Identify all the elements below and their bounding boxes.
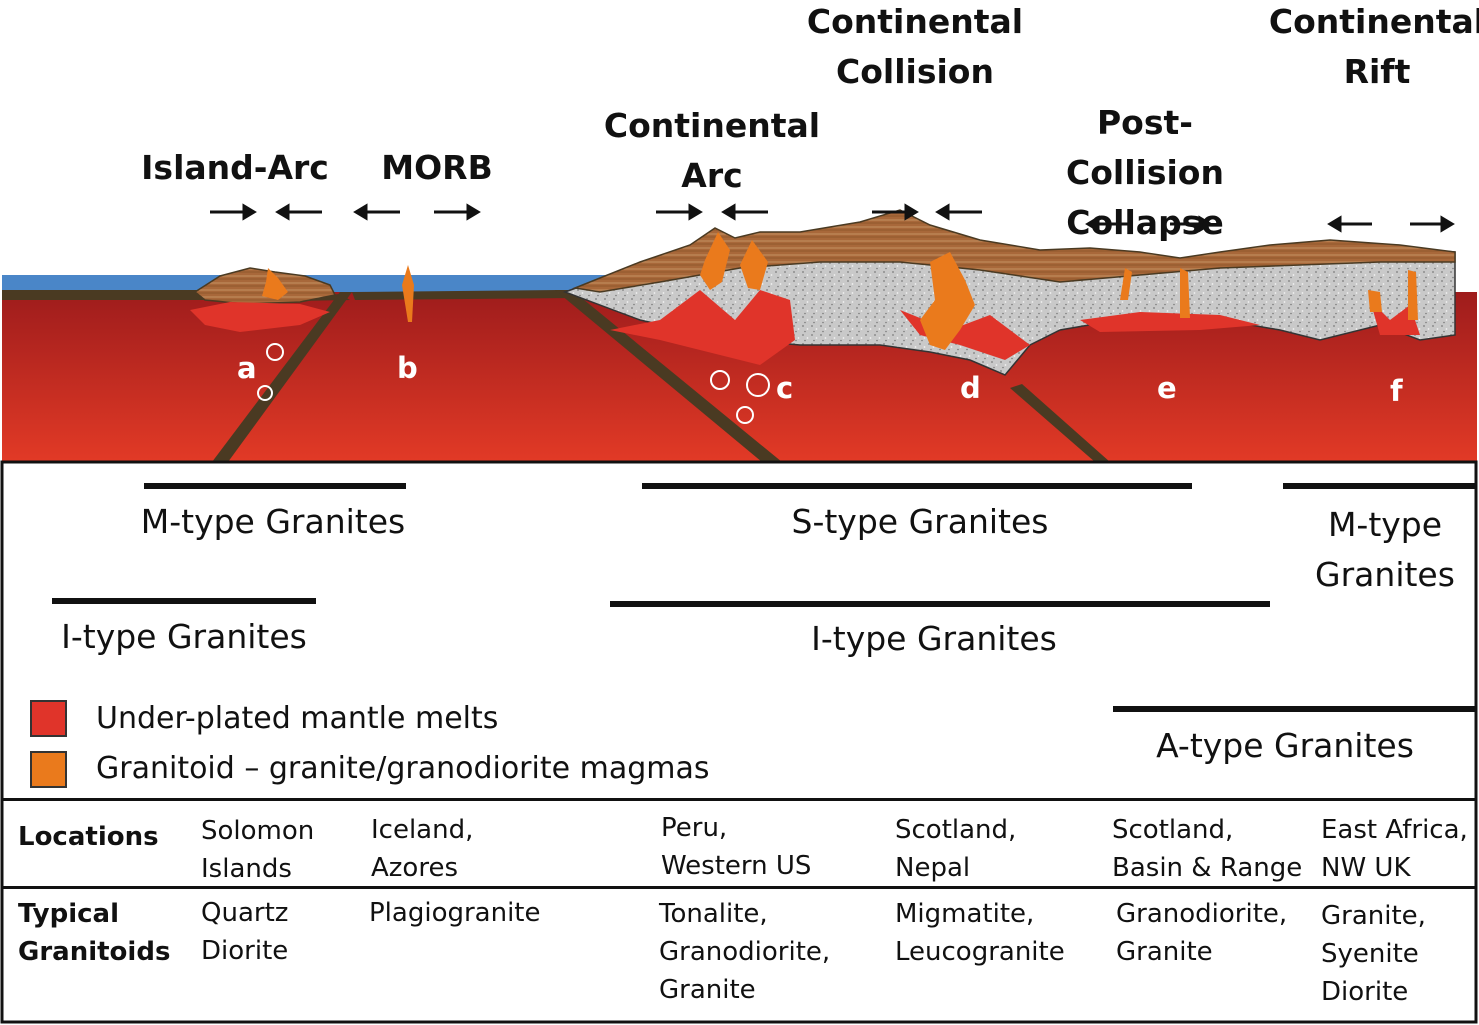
arrow-converge-continental-arc	[656, 203, 768, 221]
setting-morb: MORB	[381, 148, 493, 187]
letter-b: b	[397, 351, 418, 385]
magma-b	[402, 265, 414, 322]
range-label-m-type-left: M-type Granites	[140, 502, 406, 541]
legend-swatch-granitoid-magmas	[30, 751, 67, 788]
setting-island-arc: Island-Arc	[141, 148, 329, 187]
range-bar-i-type-left	[52, 598, 316, 604]
granitoid-cell: Quartz Diorite	[201, 898, 289, 966]
range-bar-i-type-center	[610, 601, 1270, 607]
table-divider-top	[2, 798, 1477, 801]
letter-c: c	[776, 371, 794, 405]
arrow-converge-collision	[872, 203, 982, 221]
subducting-slab-c	[555, 290, 782, 462]
range-label-s-type: S-type Granites	[791, 502, 1049, 541]
range-bar-m-type-left	[144, 483, 406, 489]
location-cell: East Africa, NW UK	[1321, 815, 1468, 883]
range-label-i-type-left: I-type Granites	[61, 617, 307, 656]
granitoid-cell: Plagiogranite	[369, 898, 541, 928]
granitoid-cell: Granodiorite, Granite	[1116, 899, 1288, 967]
diapirs	[257, 343, 770, 424]
arrow-diverge-post-collision	[1085, 215, 1213, 233]
legend-label-mantle-melts: Under-plated mantle melts	[96, 701, 499, 736]
plate-motion-arrows	[210, 203, 1455, 233]
granitoid-cell: Granite, Syenite Diorite	[1321, 901, 1426, 1007]
arrow-diverge-morb	[353, 203, 481, 221]
magma-f	[1368, 270, 1418, 320]
letter-d: d	[960, 371, 981, 405]
granitoid-cell: Migmatite, Leucogranite	[895, 899, 1065, 967]
location-cell: Iceland, Azores	[371, 815, 474, 883]
location-cell: Scotland, Nepal	[895, 815, 1017, 883]
legend-label-granitoid-magmas: Granitoid – granite/granodiorite magmas	[96, 751, 710, 786]
melt-f	[1370, 300, 1420, 335]
range-label-a-type: A-type Granites	[1156, 726, 1414, 765]
arrow-diverge-rift	[1327, 215, 1455, 233]
magma-d	[920, 252, 975, 350]
melt-d	[900, 310, 1030, 360]
magma-c	[700, 232, 768, 290]
row-header-granitoids: Typical Granitoids	[18, 899, 171, 967]
table-divider-middle	[2, 886, 1477, 889]
melt-a	[190, 302, 330, 332]
setting-continental-rift: Continental Rift	[1268, 2, 1479, 91]
detached-slab-d	[1010, 384, 1110, 462]
magma-a	[262, 268, 288, 300]
legend-swatch-mantle-melts	[30, 700, 67, 737]
melt-c	[610, 290, 795, 365]
frame	[0, 460, 1478, 1024]
setting-post-collision: Post-Collision Collapse	[1066, 103, 1224, 242]
letter-e: e	[1157, 371, 1177, 405]
melt-e	[1080, 312, 1260, 332]
sediment-layer	[572, 209, 1456, 293]
arrow-converge-island-arc	[210, 203, 322, 221]
letter-a: a	[237, 351, 257, 385]
subducting-slab-a	[212, 292, 352, 462]
range-bar-a-type	[1113, 706, 1476, 712]
range-bar-m-type-right	[1283, 483, 1476, 489]
range-label-i-type-center: I-type Granites	[811, 619, 1057, 658]
setting-continental-collision: Continental Collision	[806, 2, 1024, 91]
location-cell: Solomon Islands	[201, 816, 315, 884]
range-bar-s-type	[642, 483, 1192, 489]
magma-e	[1120, 268, 1190, 318]
setting-continental-arc: Continental Arc	[603, 106, 821, 195]
letter-f: f	[1390, 374, 1403, 408]
granitoid-cell: Tonalite, Granodiorite, Granite	[659, 899, 831, 1005]
row-header-locations: Locations	[18, 822, 159, 852]
oceanic-plate-left	[2, 290, 350, 302]
location-cell: Peru, Western US	[661, 813, 812, 881]
location-cell: Scotland, Basin & Range	[1112, 815, 1303, 883]
range-label-m-type-right: M-type Granites	[1315, 505, 1455, 594]
